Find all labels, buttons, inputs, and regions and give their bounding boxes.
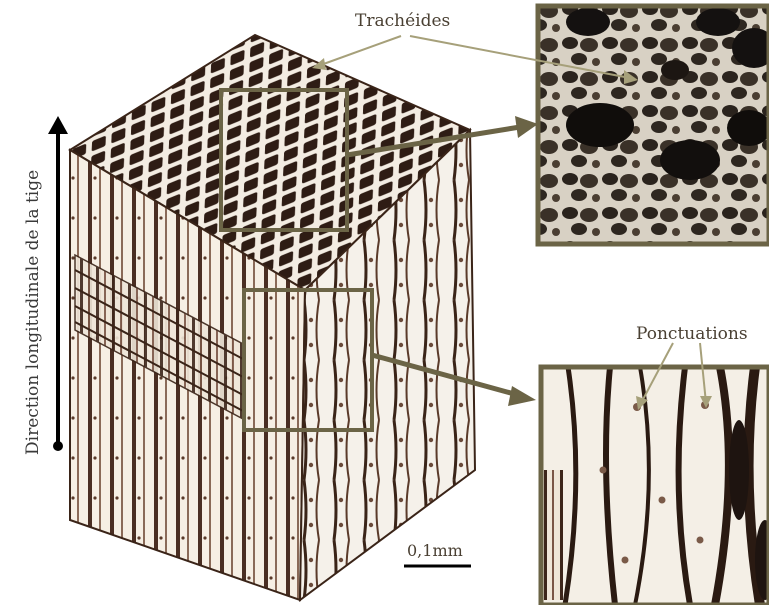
wood-block — [70, 35, 475, 600]
tracheides-label: Trachéides — [355, 11, 450, 31]
ponctuations-label: Ponctuations — [636, 324, 748, 344]
transverse-micrograph — [538, 6, 769, 244]
scale-bar-label: 0,1mm — [407, 541, 463, 560]
longitudinal-axis-label: Direction longitudinale de la tige — [23, 170, 43, 455]
longitudinal-axis-arrow — [48, 116, 68, 451]
tangential-micrograph — [541, 367, 769, 605]
